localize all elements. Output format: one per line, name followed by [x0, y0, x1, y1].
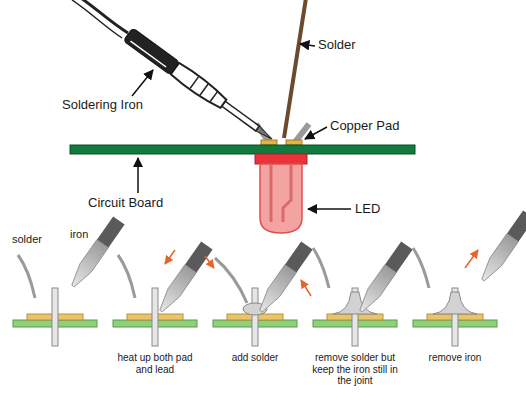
step-panel — [205, 241, 313, 346]
leader-arrows — [132, 44, 351, 209]
part-label: Solder — [318, 38, 356, 53]
copper-pad — [261, 140, 302, 145]
part-label: Copper Pad — [330, 119, 399, 134]
led-leads — [256, 124, 309, 146]
led — [255, 154, 307, 233]
part-label: Circuit Board — [88, 196, 163, 211]
step-panel — [413, 210, 526, 346]
part-label: iron — [70, 228, 88, 241]
step-caption: heat up both pad and lead — [115, 352, 195, 375]
step-panel — [13, 216, 125, 346]
step-panel — [301, 241, 413, 346]
step-caption: remove iron — [415, 352, 495, 364]
step-caption: remove solder but keep the iron still in… — [307, 352, 403, 387]
part-label: solder — [12, 233, 42, 246]
part-label: Soldering Iron — [62, 98, 143, 113]
soldering-iron — [72, 0, 277, 146]
step-caption: add solder — [215, 352, 295, 364]
circuit-board — [70, 145, 415, 154]
part-label: LED — [355, 202, 380, 217]
solder-wire — [284, 0, 306, 138]
step-panel — [113, 241, 213, 346]
